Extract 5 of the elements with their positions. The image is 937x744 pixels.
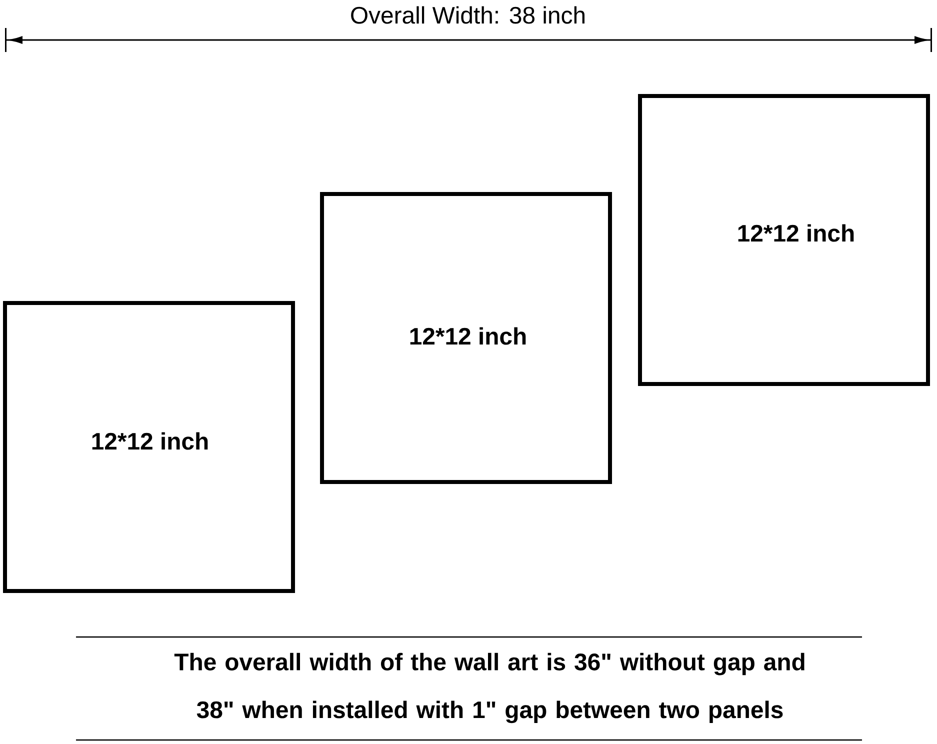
panel-box: 12*12 inch <box>320 192 612 484</box>
dimension-label: Overall Width: 38 inch <box>351 6 584 24</box>
panel-box: 12*12 inch <box>638 94 930 386</box>
panel-box: 12*12 inch <box>3 301 295 593</box>
caption: The overall width of the wall art is 36" without gap and 38" when installed with 1" gap between two panels <box>174 652 804 724</box>
